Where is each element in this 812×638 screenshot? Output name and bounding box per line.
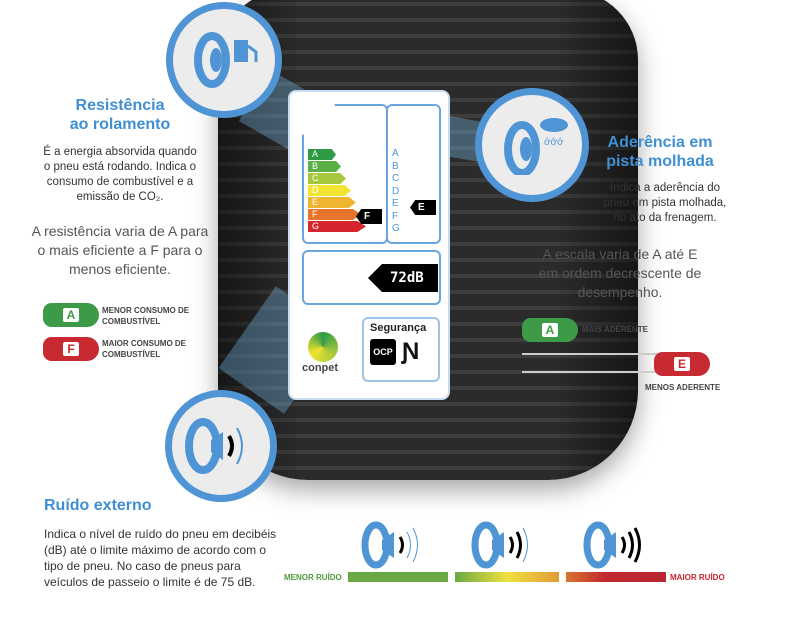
certification-box — [362, 317, 440, 382]
noise-bar-high — [566, 572, 666, 582]
svg-text:ớớớ: ớớớ — [544, 137, 564, 148]
car-red-icon: E — [654, 352, 710, 376]
wet-scale-text: A escala varia de A até E em ordem decre… — [538, 246, 702, 300]
rolling-scale-text: A resistência varia de A para o mais efi… — [31, 223, 209, 277]
fuel-circle-icon — [166, 2, 282, 118]
wet-description: Indica a aderência do pneu em pista molh… — [603, 182, 727, 224]
fuel-band: A — [308, 149, 336, 160]
rolling-description: É a energia absorvida quando o pneu está… — [43, 146, 197, 203]
noise-high-icon — [582, 520, 652, 575]
road-line — [522, 353, 662, 355]
wet-rating-tag: E — [410, 200, 436, 215]
noise-bar-low — [348, 572, 448, 582]
fuel-band: C — [308, 173, 346, 184]
car-red-icon: F — [43, 337, 99, 361]
fuel-band: B — [308, 161, 341, 172]
fuel-band: E — [308, 197, 356, 208]
fuel-rating-tag: F — [356, 209, 382, 224]
wet-grip-box — [386, 104, 441, 244]
noise-high-label: MAIOR RUÍDO — [670, 573, 725, 582]
conpet-brand: conpet — [302, 362, 339, 374]
noise-mid-icon — [470, 520, 540, 575]
wet-best-label: MAIS ADERENTE — [582, 325, 648, 334]
wet-grip-circle-icon: ớớớ — [475, 88, 589, 202]
fuel-scale: A B C D E F G — [308, 149, 366, 233]
car-green-icon: A — [522, 318, 578, 342]
road-line — [522, 371, 662, 373]
wet-worst-label: MENOS ADERENTE — [645, 383, 721, 392]
ocp-badge: OCP — [370, 339, 396, 365]
fuel-band: G — [308, 221, 366, 232]
noise-low-icon — [360, 520, 430, 575]
rolling-best-label: MENOR CONSUMO DE COMBUSTÍVEL — [102, 306, 190, 326]
rolling-worst-label: MAIOR CONSUMO DE COMBUSTÍVEL — [102, 339, 186, 359]
noise-bar-mid — [455, 572, 559, 582]
noise-value-tag: 72dB — [368, 264, 438, 292]
inmetro-logo: Ɲ — [402, 338, 420, 365]
noise-box — [302, 250, 441, 305]
fuel-band: F — [308, 209, 361, 220]
car-green-icon: A — [43, 303, 99, 327]
noise-title: Ruído externo — [44, 497, 152, 514]
fuel-band: D — [308, 185, 351, 196]
noise-low-label: MENOR RUÍDO — [284, 573, 342, 582]
conpet-logo — [308, 332, 338, 362]
certification-title: Segurança — [370, 322, 427, 334]
noise-description: Indica o nível de ruído do pneu em decib… — [44, 527, 277, 589]
noise-circle-icon — [165, 390, 277, 502]
